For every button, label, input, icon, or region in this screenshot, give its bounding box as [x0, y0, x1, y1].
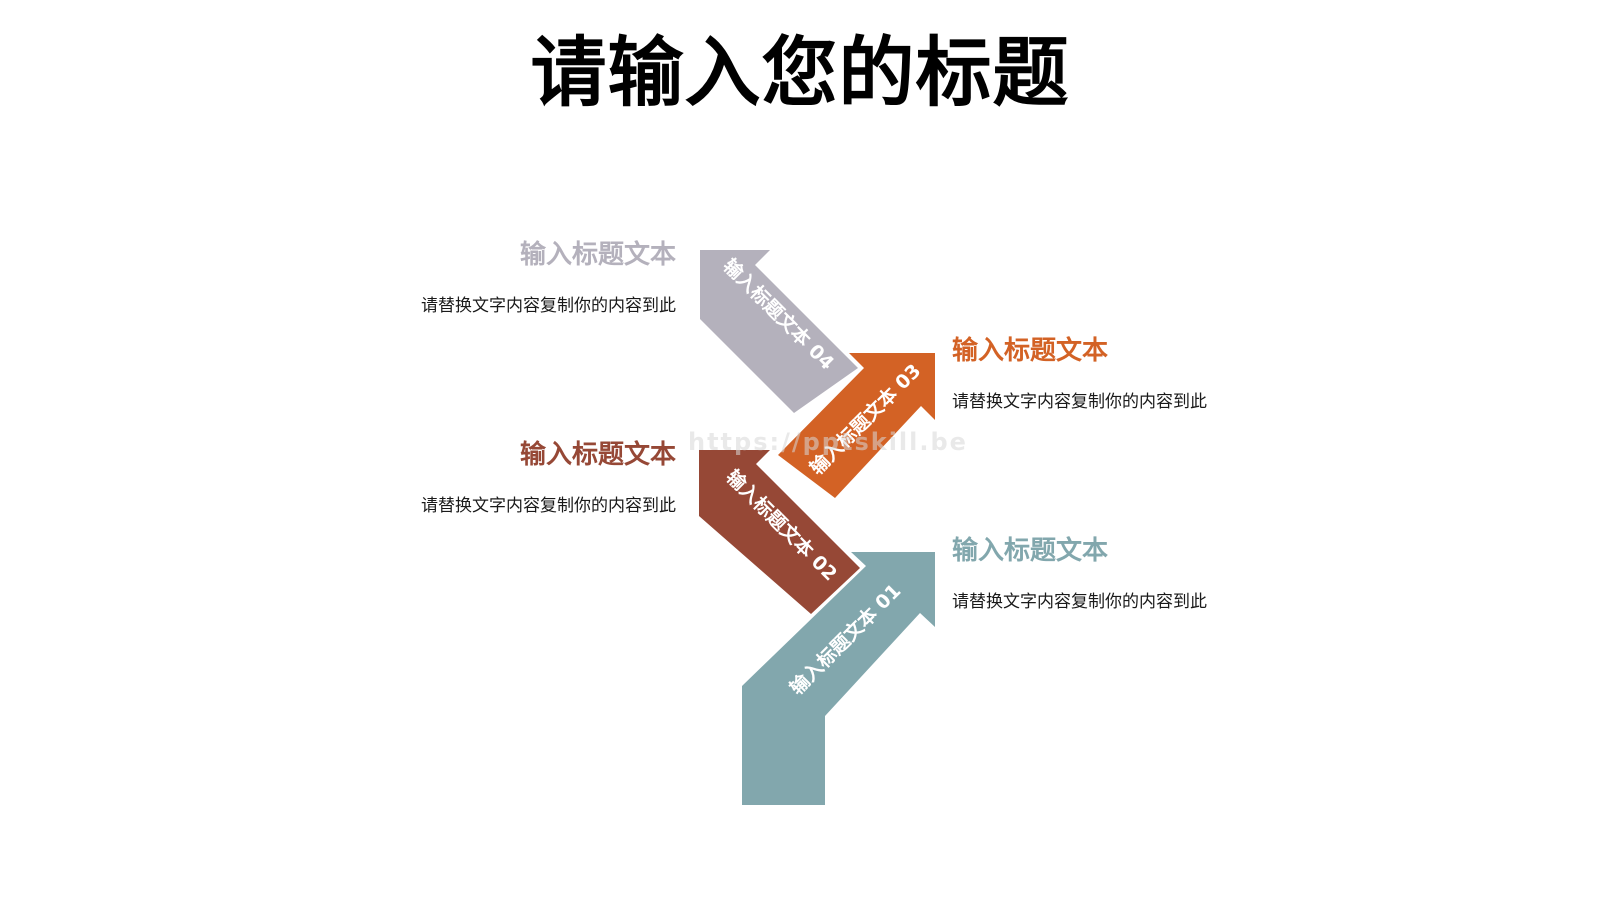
callout-step-04: 输入标题文本 请替换文字内容复制你的内容到此	[346, 238, 676, 318]
arrow-step-01-shape	[742, 552, 935, 805]
callout-step-04-title[interactable]: 输入标题文本	[519, 240, 676, 270]
watermark-text: https://pptskill.be	[688, 428, 968, 456]
arrow-step-04-shape	[700, 250, 858, 413]
callout-step-01: 输入标题文本 请替换文字内容复制你的内容到此	[952, 534, 1282, 614]
page-title[interactable]: 请输入您的标题	[530, 28, 1070, 117]
callout-step-02-title[interactable]: 输入标题文本	[519, 440, 676, 470]
arrow-step-03-shape	[778, 353, 935, 498]
callout-step-01-title[interactable]: 输入标题文本	[952, 536, 1109, 566]
callout-step-02-body[interactable]: 请替换文字内容复制你的内容到此	[421, 496, 676, 516]
arrow-step-01[interactable]: 输入标题文本 01	[742, 552, 935, 805]
callout-step-03-body[interactable]: 请替换文字内容复制你的内容到此	[952, 392, 1207, 412]
arrow-step-04[interactable]: 输入标题文本 04	[700, 250, 858, 413]
callout-step-01-body[interactable]: 请替换文字内容复制你的内容到此	[952, 592, 1207, 612]
callout-step-03-title[interactable]: 输入标题文本	[952, 336, 1109, 366]
callout-step-02: 输入标题文本 请替换文字内容复制你的内容到此	[346, 438, 676, 518]
arrow-step-02-shape	[699, 450, 860, 614]
callout-step-03: 输入标题文本 请替换文字内容复制你的内容到此	[952, 334, 1282, 414]
callout-step-04-body[interactable]: 请替换文字内容复制你的内容到此	[421, 296, 676, 316]
